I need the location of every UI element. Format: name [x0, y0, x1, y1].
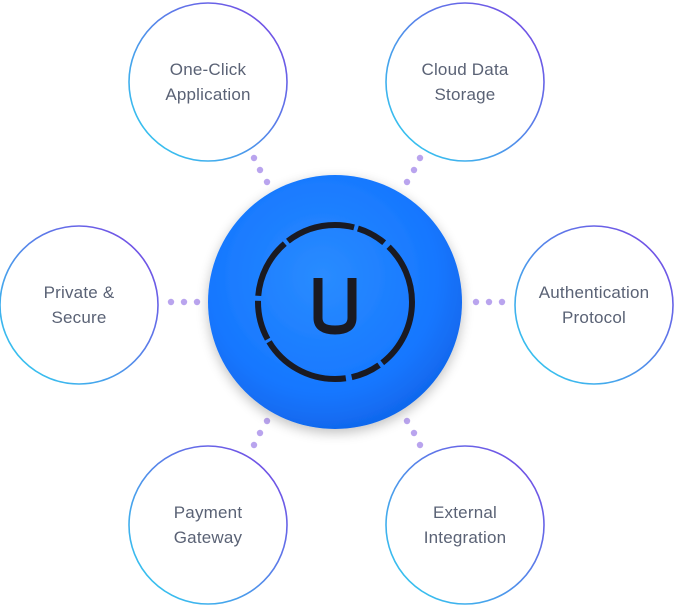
node-label-line: Gateway — [173, 528, 243, 547]
connector-dot-private-secure-3 — [193, 298, 201, 306]
connector-dot-external-integration-3 — [403, 417, 411, 425]
node-ring-one-click-application — [128, 2, 288, 162]
node-label-line: Storage — [434, 85, 496, 104]
node-label-line: Protocol — [562, 308, 626, 327]
node-label-line: Application — [165, 85, 251, 104]
node-label-line: Payment — [173, 503, 243, 522]
hub-circle — [208, 175, 462, 429]
connector-dot-private-secure-1 — [167, 298, 175, 306]
connector-dot-one-click-application-2 — [256, 166, 264, 174]
connector-dot-one-click-application-3 — [263, 178, 271, 186]
connector-dot-cloud-data-storage-2 — [410, 166, 418, 174]
connector-dot-cloud-data-storage-3 — [403, 178, 411, 186]
node-label-line: Private & — [43, 283, 115, 302]
connector-dot-payment-gateway-1 — [250, 441, 258, 449]
node-label-line: Authentication — [538, 283, 650, 302]
connector-dot-external-integration-2 — [410, 429, 418, 437]
hub-logo — [208, 175, 462, 429]
connector-dot-one-click-application-1 — [250, 154, 258, 162]
connector-dot-cloud-data-storage-1 — [416, 154, 424, 162]
node-label-line: Secure — [51, 308, 107, 327]
node-ring-cloud-data-storage — [385, 2, 545, 162]
connector-dot-authentication-protocol-1 — [472, 298, 480, 306]
node-label-line: One-Click — [169, 60, 247, 79]
node-ring-authentication-protocol — [514, 225, 674, 385]
node-ring-external-integration — [385, 445, 545, 605]
node-label-line: External — [433, 503, 497, 522]
node-label-line: Integration — [423, 528, 507, 547]
connector-dot-external-integration-1 — [416, 441, 424, 449]
connector-dot-payment-gateway-3 — [263, 417, 271, 425]
connector-dot-authentication-protocol-2 — [485, 298, 493, 306]
connector-dot-payment-gateway-2 — [256, 429, 264, 437]
node-ring-private-secure — [0, 225, 159, 385]
connector-dot-authentication-protocol-3 — [498, 298, 506, 306]
hub-letter-u-icon — [313, 278, 357, 335]
node-label-line: Cloud Data — [421, 60, 509, 79]
node-ring-payment-gateway — [128, 445, 288, 605]
connector-dot-private-secure-2 — [180, 298, 188, 306]
hub-inner-ring — [255, 222, 415, 382]
connector-dots — [167, 154, 506, 449]
node-label-private-secure: Private & Secure — [4, 280, 154, 330]
